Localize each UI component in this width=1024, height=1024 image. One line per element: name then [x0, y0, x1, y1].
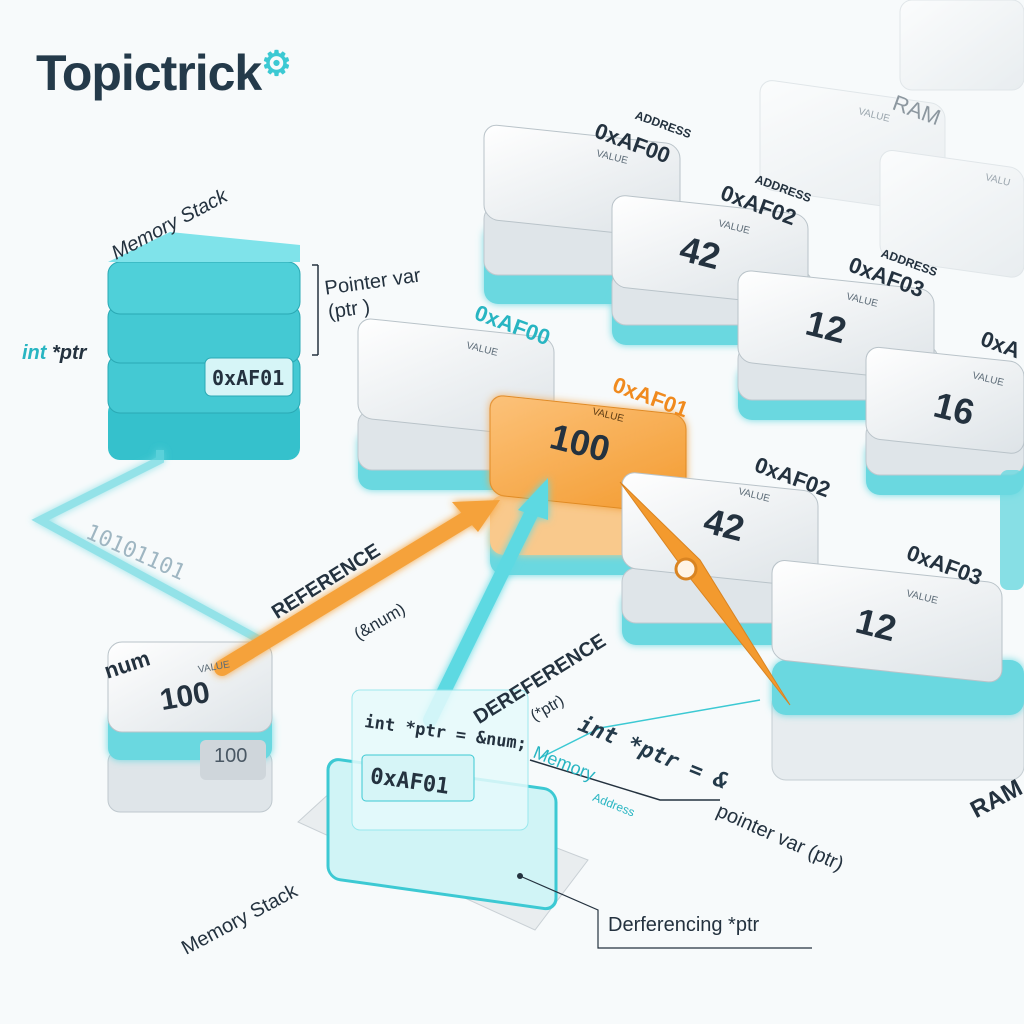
callout-text: Derferencing *ptr: [608, 914, 760, 936]
callout-line: [519, 875, 812, 949]
ram-front-row: [357, 318, 1024, 781]
int-keyword: int: [22, 342, 47, 364]
memory-stack-tower: [107, 232, 319, 460]
ptr-name: *ptr: [46, 342, 87, 364]
brand-name: Topictrick: [36, 45, 262, 101]
num-lower-value: 100: [214, 745, 248, 767]
ram-back-row: [759, 0, 1024, 278]
dereference-arrow: [423, 478, 548, 727]
dereference-needle: [619, 481, 791, 706]
ram-cell-front-4: [771, 560, 1024, 781]
stack-slot-value: 0xAF01: [212, 366, 285, 390]
brand-logo: Topictrick⚙: [36, 44, 292, 102]
ram-middle-row: [483, 124, 1024, 495]
ram-cell-middle-4: [865, 346, 1024, 495]
annotation-bracket: [539, 699, 761, 759]
int-ptr-label: int *ptr: [22, 342, 86, 365]
reference-arrow: [214, 500, 500, 676]
annotation-bracket-2: [529, 759, 720, 801]
gear-icon: ⚙: [261, 45, 292, 83]
declaration-platform: [297, 689, 589, 931]
